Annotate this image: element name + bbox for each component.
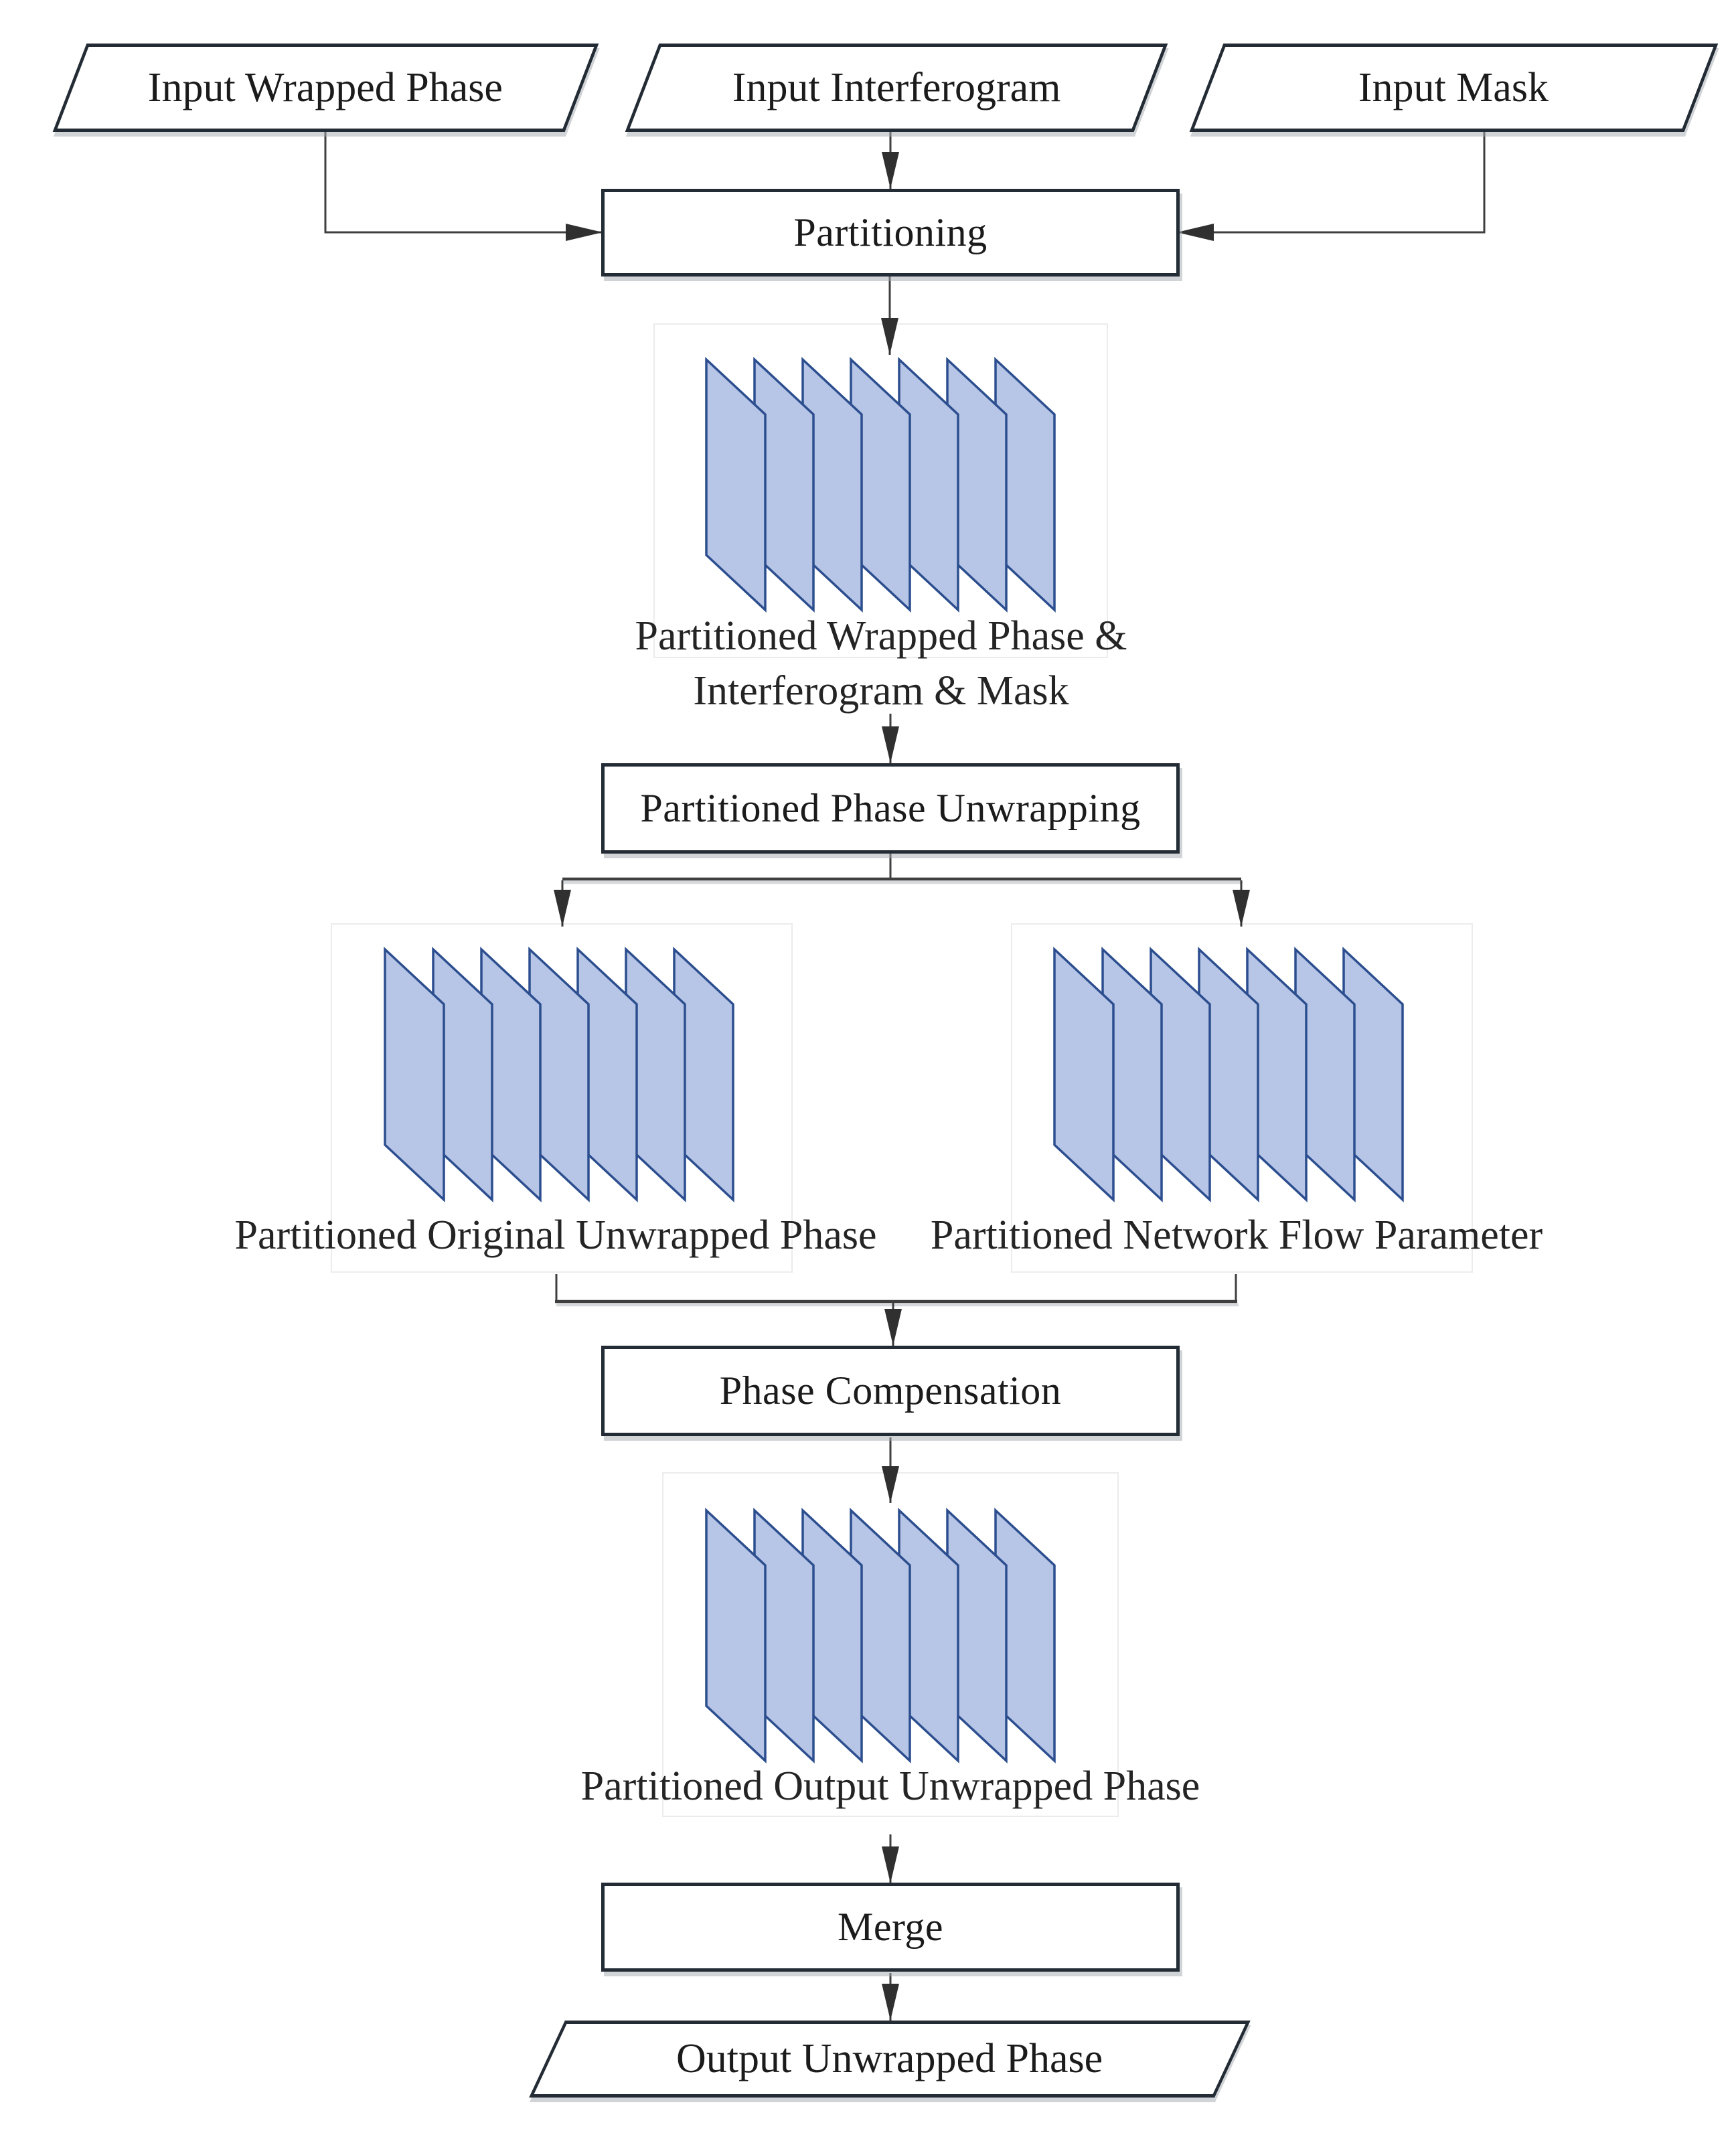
- node-merge-label: Merge: [837, 1905, 943, 1949]
- node-merge: Merge: [601, 1883, 1180, 1972]
- stack-layer-panel: [705, 356, 767, 613]
- stack-layer-panel: [384, 946, 445, 1203]
- node-input-wrapped-phase: Input Wrapped Phase: [52, 44, 599, 132]
- node-output-unwrapped-phase: Output Unwrapped Phase: [529, 2021, 1251, 2098]
- stack-netflow-label: Partitioned Network Flow Parameter: [930, 1212, 1543, 1258]
- node-phase-compensation: Phase Compensation: [601, 1346, 1180, 1436]
- node-input-interferogram: Input Interferogram: [625, 44, 1168, 132]
- node-input-mask-label: Input Mask: [1358, 64, 1549, 110]
- stack-output-label: Partitioned Output Unwrapped Phase: [580, 1763, 1200, 1809]
- node-partitioning: Partitioning: [601, 189, 1180, 277]
- stack-inputs-label-line1: Partitioned Wrapped Phase &: [635, 613, 1127, 659]
- stack-inputs-outline: [653, 323, 1108, 658]
- node-partitioned-phase-unwrapping-label: Partitioned Phase Unwrapping: [640, 786, 1141, 830]
- stack-partitioned-netflow-icon: [1053, 946, 1404, 1203]
- node-partitioning-label: Partitioning: [793, 210, 988, 254]
- stack-original-label: Partitioned Original Unwrapped Phase: [234, 1212, 877, 1258]
- stack-layer-panel: [1053, 946, 1115, 1203]
- node-output-unwrapped-phase-label: Output Unwrapped Phase: [676, 2036, 1103, 2081]
- node-input-mask: Input Mask: [1189, 44, 1719, 132]
- stack-inputs-label-line2: Interferogram & Mask: [693, 668, 1069, 714]
- node-phase-compensation-label: Phase Compensation: [719, 1368, 1062, 1413]
- stack-partitioned-output-icon: [705, 1507, 1056, 1764]
- stack-layer-panel: [705, 1507, 767, 1764]
- stack-partitioned-original-icon: [384, 946, 734, 1203]
- connector-arrows: [324, 132, 1486, 2021]
- node-partitioned-phase-unwrapping: Partitioned Phase Unwrapping: [601, 763, 1180, 854]
- arrow-wrapped-phase-to-partitioning: [324, 132, 603, 241]
- arrow-mask-to-partitioning: [1177, 132, 1486, 241]
- stack-partitioned-inputs-icon: [705, 356, 1056, 613]
- node-input-wrapped-phase-label: Input Wrapped Phase: [148, 64, 503, 110]
- node-input-interferogram-label: Input Interferogram: [732, 64, 1061, 110]
